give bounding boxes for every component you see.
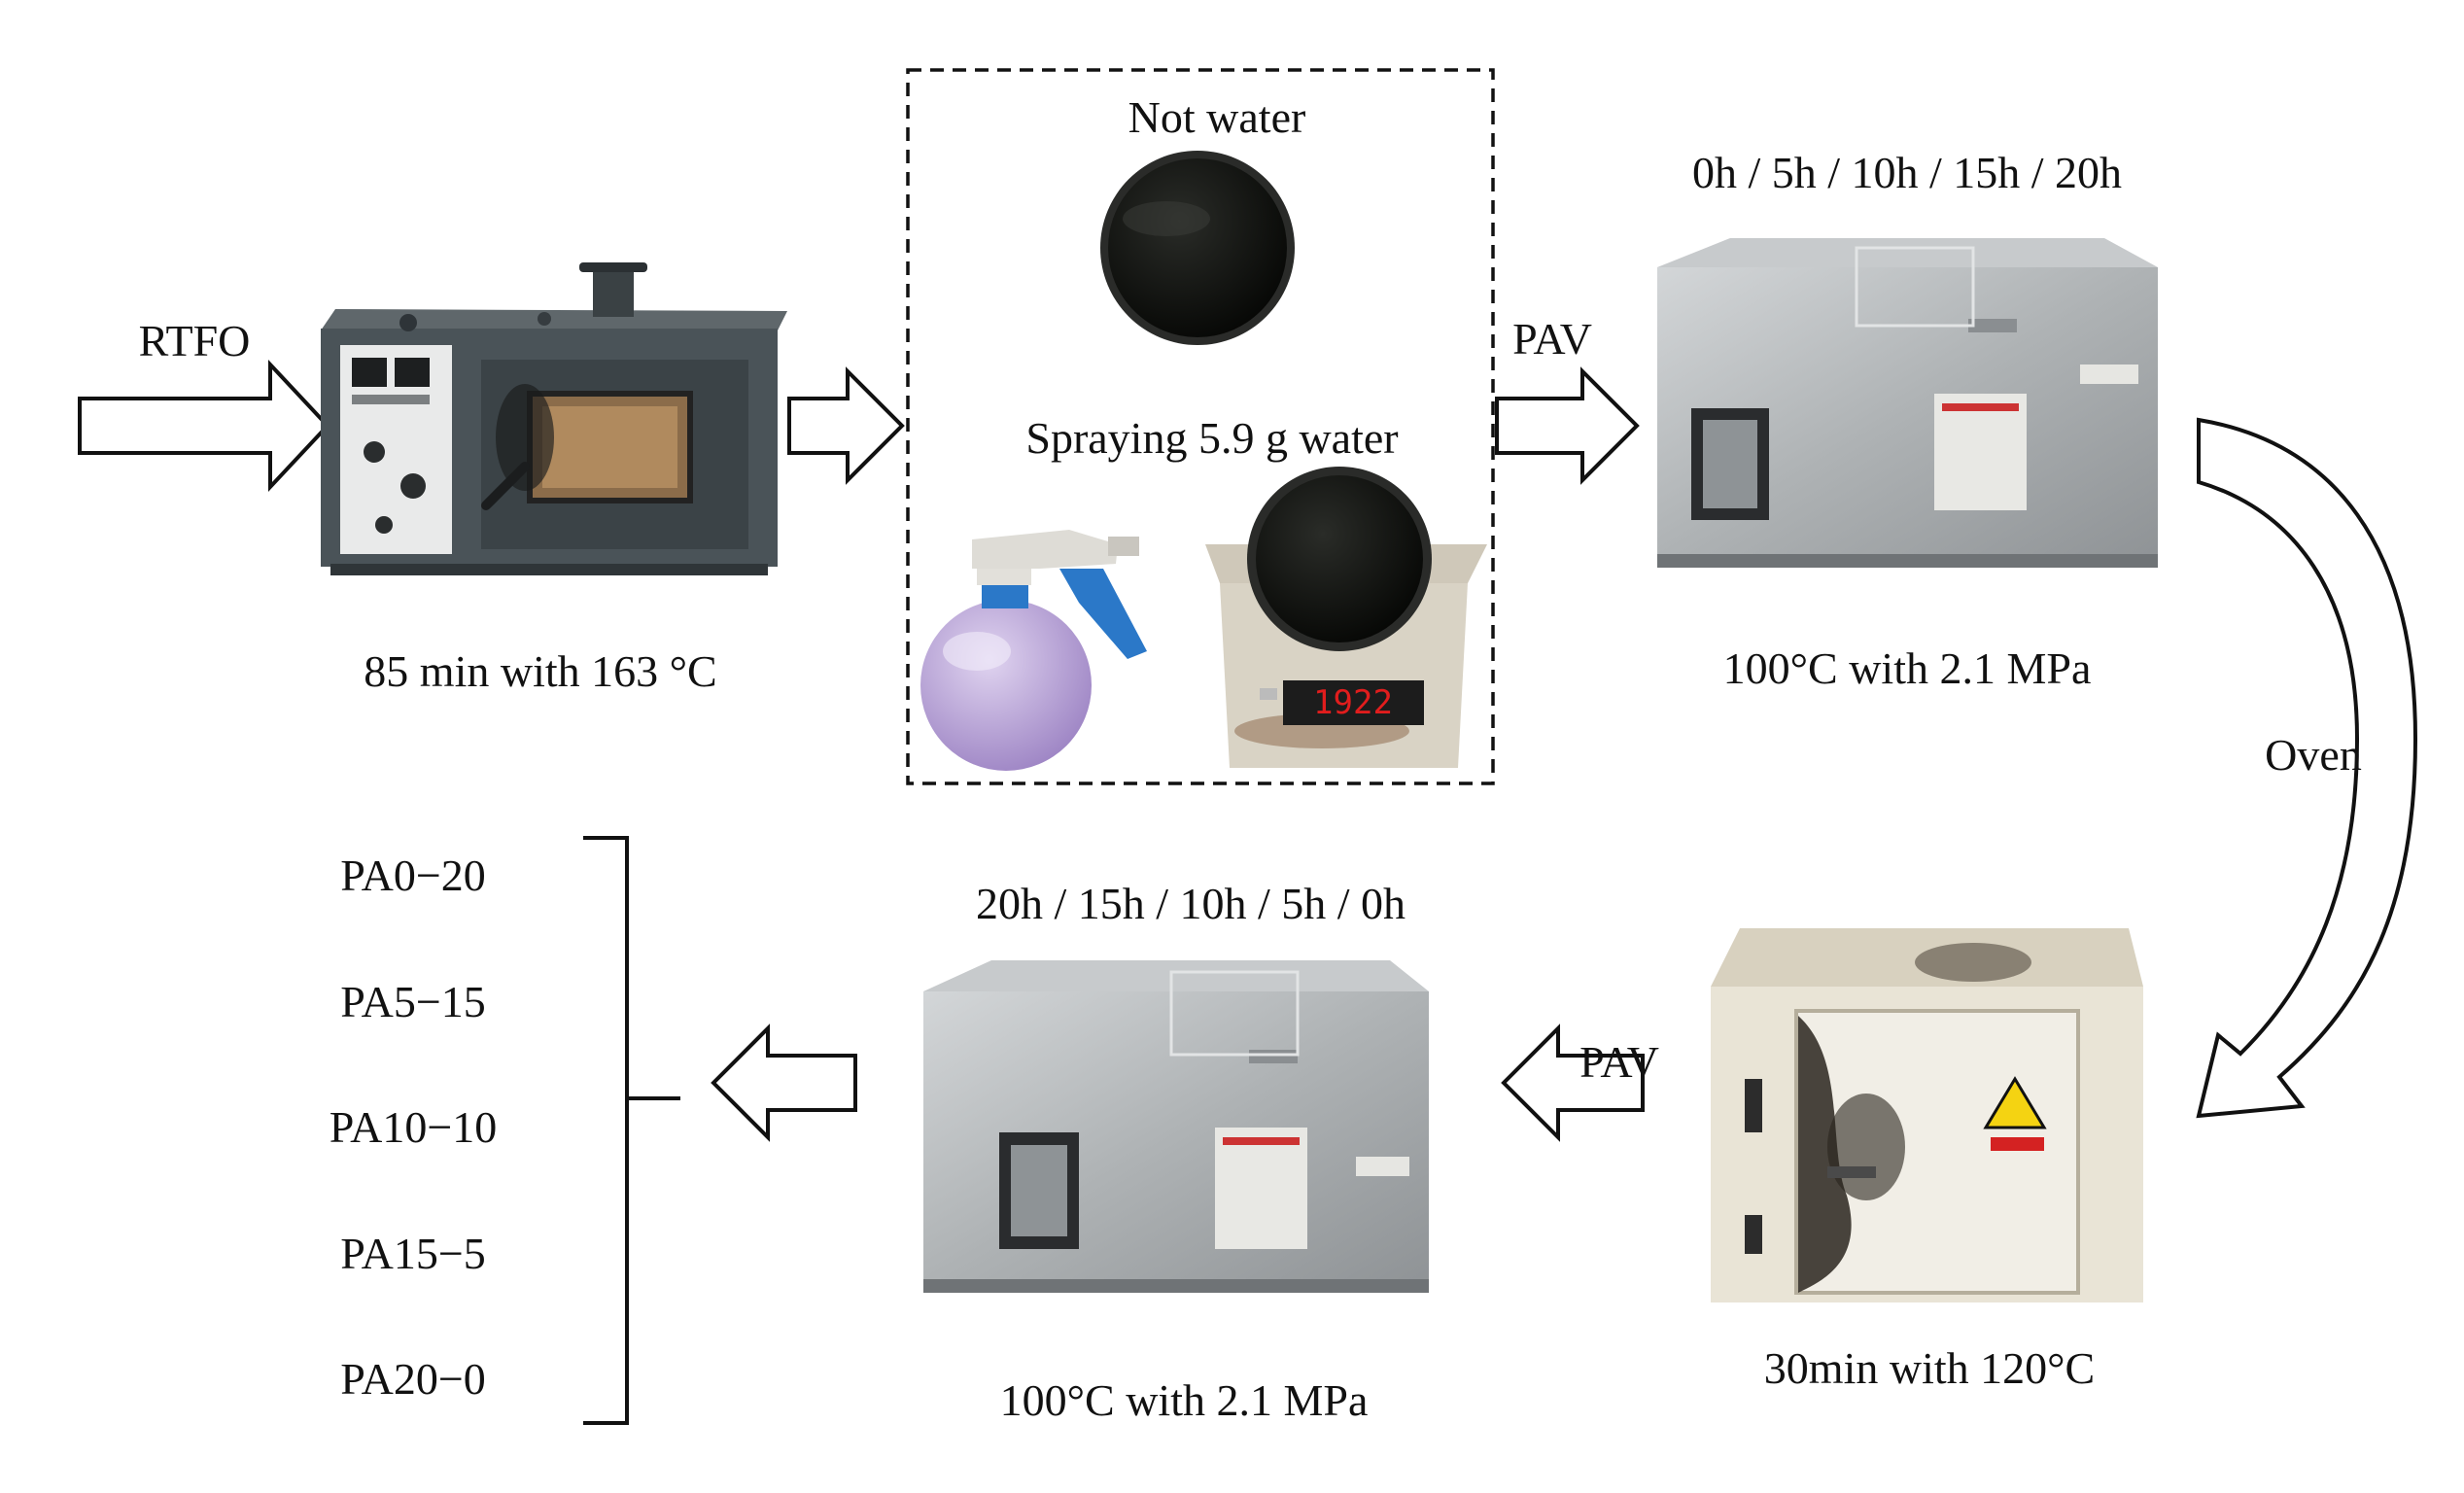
arrow-pav-top <box>1495 366 1640 485</box>
pav-bottom-label: PAV <box>1579 1037 1659 1087</box>
spraying-label: Spraying 5.9 g water <box>1025 413 1399 463</box>
sample-label: PA20−0 <box>340 1354 486 1404</box>
oven-condition: 30min with 120°C <box>1763 1343 2096 1393</box>
sample-label: PA15−5 <box>340 1229 486 1278</box>
pav-bottom-photo <box>923 960 1429 1293</box>
rtfo-label: RTFO <box>138 316 251 365</box>
pav-top-label: PAV <box>1512 314 1592 364</box>
sample-bracket <box>583 836 680 1425</box>
rtfo-oven-photo <box>321 262 787 575</box>
arrow-oven-curve <box>2196 417 2418 1119</box>
pav-top-times: 0h / 5h / 10h / 15h / 20h <box>1691 148 2123 197</box>
arrow-to-samples <box>711 1024 857 1142</box>
not-water-label: Not water <box>1128 92 1306 142</box>
pav-top-photo <box>1657 238 2158 568</box>
scale-photo <box>1205 467 1487 768</box>
sample-label: PA5−15 <box>340 977 486 1026</box>
pav-bottom-condition: 100°C with 2.1 MPa <box>999 1375 1369 1425</box>
binder-pan-not-water <box>1100 151 1295 345</box>
arrow-to-water-step <box>787 366 905 485</box>
pav-bottom-times: 20h / 15h / 10h / 5h / 0h <box>975 879 1406 928</box>
rtfo-condition: 85 min with 163 °C <box>364 646 717 696</box>
water-step-box <box>906 68 1495 785</box>
sample-label: PA0−20 <box>340 851 486 900</box>
sample-label: PA10−10 <box>329 1102 498 1152</box>
oven-photo <box>1711 928 2143 1302</box>
arrow-rtfo-in <box>78 359 330 493</box>
pav-top-condition: 100°C with 2.1 MPa <box>1722 643 2092 693</box>
scale-display: 1922 <box>1313 683 1393 722</box>
spray-bottle-photo <box>920 530 1147 771</box>
oven-label: Oven <box>2265 730 2362 780</box>
arrow-pav-bottom <box>1501 1024 1645 1142</box>
